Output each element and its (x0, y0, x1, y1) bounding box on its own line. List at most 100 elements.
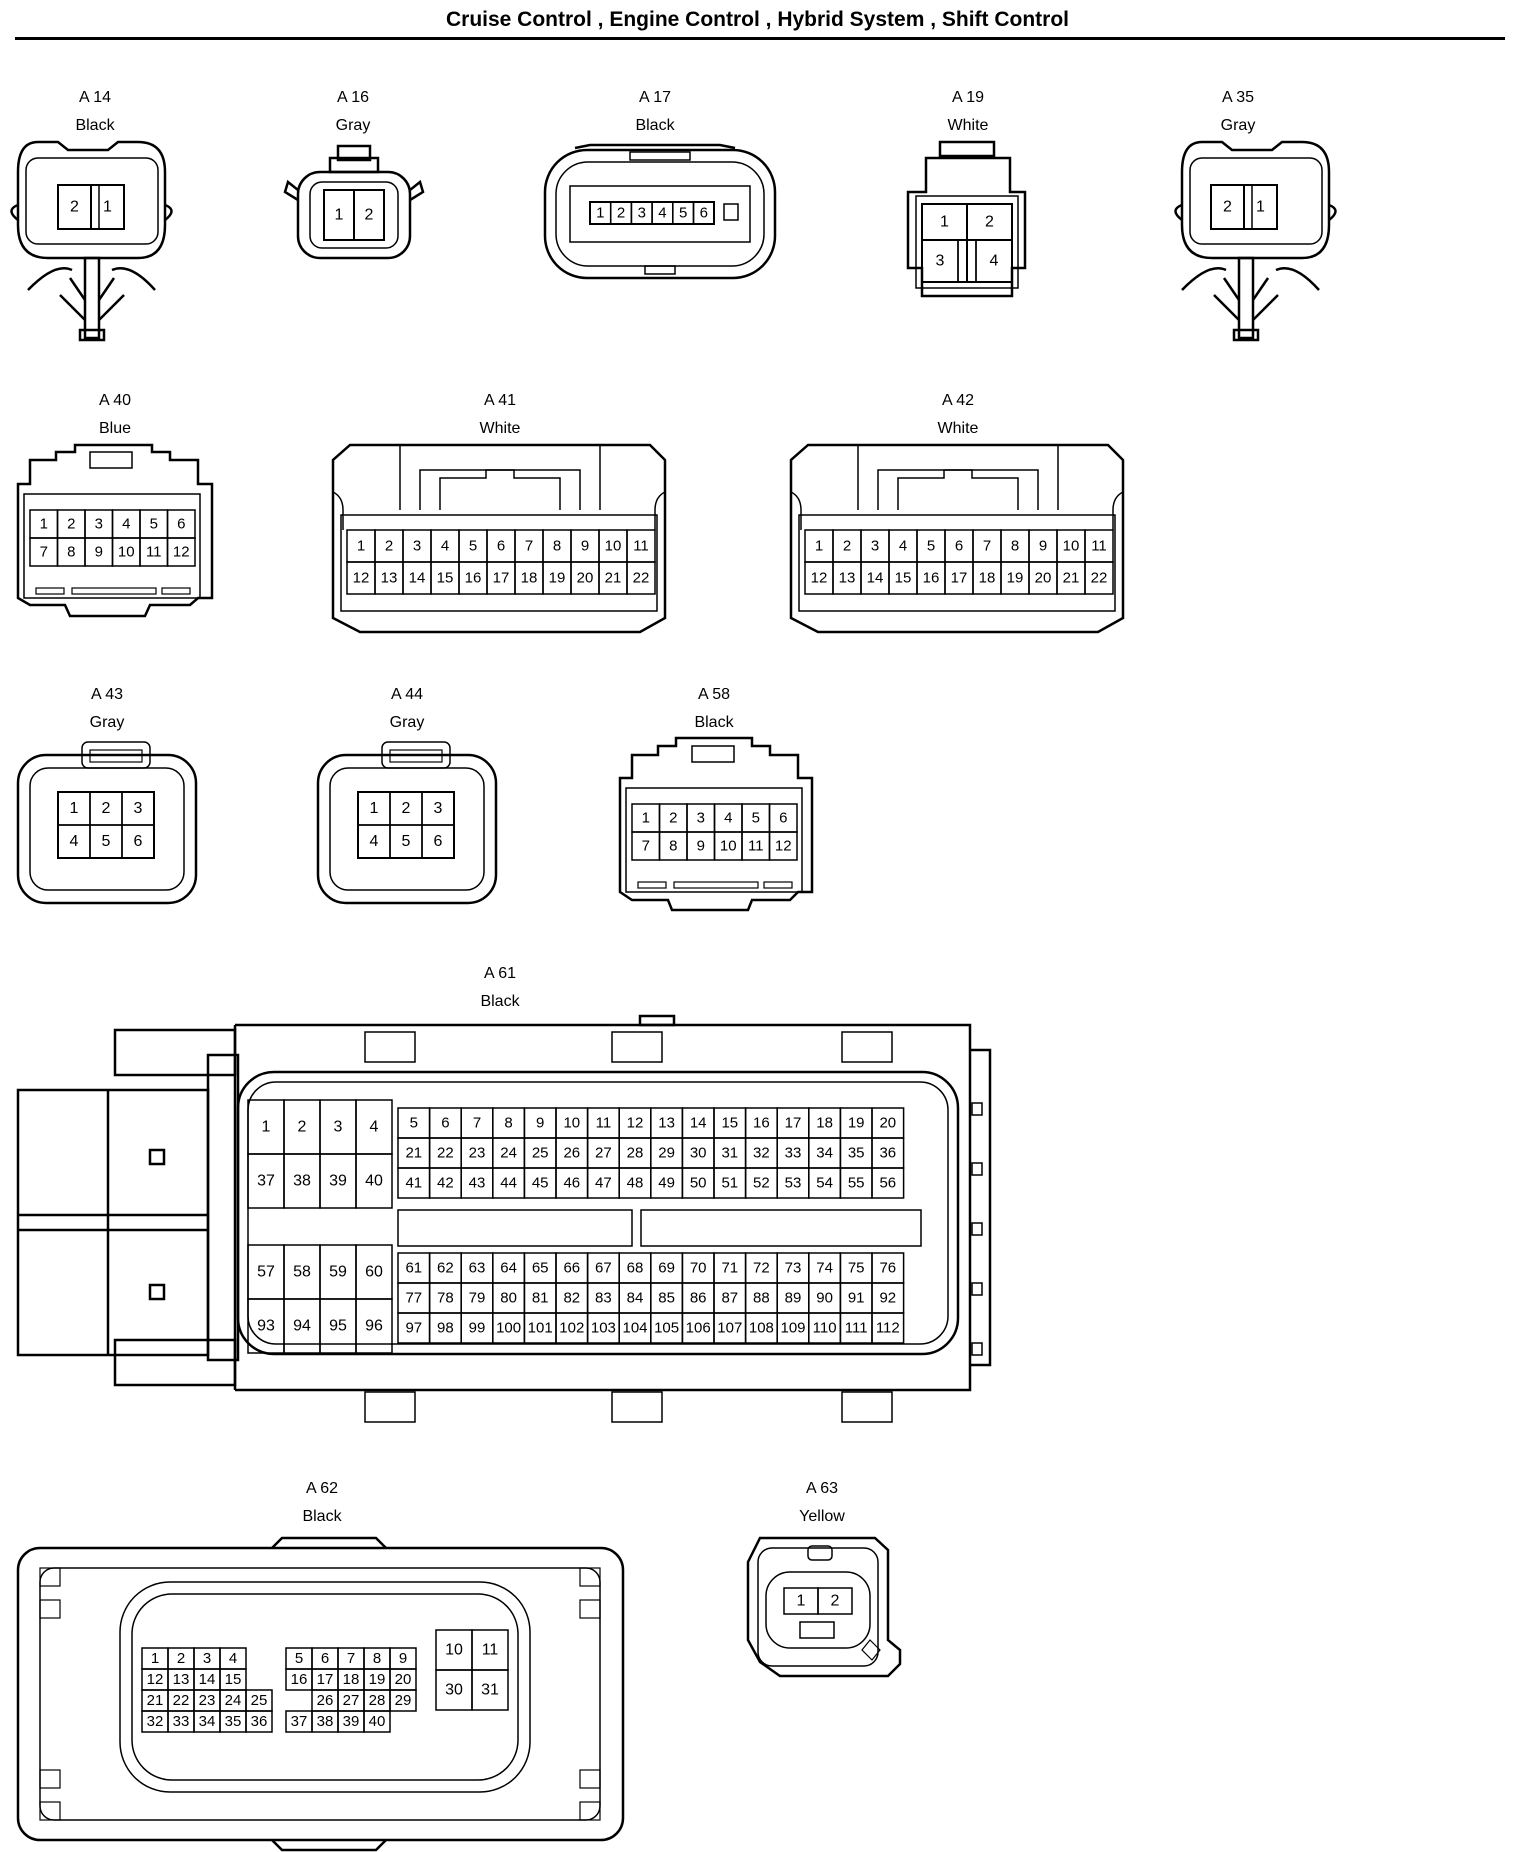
terminal-number: 3 (638, 205, 646, 222)
terminal-number: 47 (595, 1175, 612, 1192)
terminal-number: 19 (549, 570, 566, 587)
terminal-cell (355, 1153, 393, 1209)
terminal-number: 8 (504, 1115, 512, 1132)
terminal-number: 19 (1007, 570, 1024, 587)
terminal-number: 16 (291, 1671, 308, 1688)
terminal-number: 87 (721, 1290, 738, 1307)
terminal-number: 1 (151, 1650, 159, 1667)
terminal-number: 5 (402, 833, 411, 850)
terminal-number: 63 (469, 1260, 486, 1277)
terminal-number: 32 (753, 1145, 770, 1162)
terminal-number: 5 (679, 205, 687, 222)
terminal-number: 1 (642, 810, 650, 827)
terminal-number: 7 (525, 538, 533, 555)
terminal-number: 44 (500, 1175, 517, 1192)
terminal-number: 51 (721, 1175, 738, 1192)
terminal-number: 12 (627, 1115, 644, 1132)
terminal-number: 43 (469, 1175, 486, 1192)
terminal-number: 90 (816, 1290, 833, 1307)
terminal-number: 42 (437, 1175, 454, 1192)
terminal-number: 3 (936, 253, 945, 270)
connector-a14 (10, 140, 173, 342)
terminal-cell (871, 1167, 905, 1199)
terminal-number: 35 (225, 1713, 242, 1730)
terminal-number: 12 (147, 1671, 164, 1688)
terminal-cell (421, 824, 455, 859)
terminal-number: 109 (780, 1320, 805, 1337)
terminal-number: 2 (669, 810, 677, 827)
connector-a61 (16, 1014, 992, 1423)
terminal-number: 52 (753, 1175, 770, 1192)
terminal-number: 4 (658, 205, 666, 222)
terminal-number: 25 (532, 1145, 549, 1162)
terminal-number: 6 (700, 205, 708, 222)
terminal-number: 26 (317, 1692, 334, 1709)
terminal-number: 10 (1063, 538, 1080, 555)
terminal-number: 22 (633, 570, 650, 587)
terminal-number: 99 (469, 1320, 486, 1337)
terminal-number: 20 (1035, 570, 1052, 587)
connector-a35 (1174, 140, 1337, 342)
title-rule (15, 37, 1505, 40)
terminal-number: 46 (563, 1175, 580, 1192)
terminal-number: 2 (617, 205, 625, 222)
terminal-number: 49 (658, 1175, 675, 1192)
terminal-number: 1 (596, 205, 604, 222)
terminal-number: 10 (563, 1115, 580, 1132)
terminal-number: 4 (899, 538, 907, 555)
terminal-number: 15 (721, 1115, 738, 1132)
terminal-number: 21 (405, 1145, 422, 1162)
terminal-number: 95 (329, 1318, 347, 1335)
terminal-number: 80 (500, 1290, 517, 1307)
terminal-number: 10 (445, 1642, 463, 1659)
terminal-number: 37 (257, 1173, 275, 1190)
terminal-number: 18 (343, 1671, 360, 1688)
terminal-number: 20 (395, 1671, 412, 1688)
terminal-number: 21 (147, 1692, 164, 1709)
terminal-number: 97 (405, 1320, 422, 1337)
terminal-number: 23 (199, 1692, 216, 1709)
terminal-number: 78 (437, 1290, 454, 1307)
terminal-number: 11 (1091, 538, 1107, 555)
terminal-number: 11 (748, 838, 764, 855)
terminal-number: 3 (413, 538, 421, 555)
terminal-number: 36 (879, 1145, 896, 1162)
terminal-number: 6 (779, 810, 787, 827)
terminal-number: 108 (749, 1320, 774, 1337)
terminal-number: 8 (553, 538, 561, 555)
terminal-number: 98 (437, 1320, 454, 1337)
terminal-number: 24 (500, 1145, 517, 1162)
terminal-number: 57 (257, 1264, 275, 1281)
terminal-cell (471, 1669, 509, 1711)
terminal-number: 38 (317, 1713, 334, 1730)
terminal-number: 112 (876, 1320, 900, 1337)
terminal-number: 88 (753, 1290, 770, 1307)
terminal-number: 9 (536, 1115, 544, 1132)
terminal-number: 21 (605, 570, 622, 587)
terminal-number: 19 (369, 1671, 386, 1688)
terminal-number: 32 (147, 1713, 164, 1730)
terminal-number: 3 (434, 800, 443, 817)
terminal-number: 3 (871, 538, 879, 555)
terminal-number: 22 (1091, 570, 1108, 587)
terminal-number: 16 (465, 570, 482, 587)
terminal-number: 36 (251, 1713, 268, 1730)
terminal-cell (817, 1587, 853, 1615)
terminal-number: 1 (1256, 199, 1265, 216)
terminal-number: 1 (797, 1593, 806, 1610)
terminal-number: 7 (642, 838, 650, 855)
terminal-number: 3 (334, 1119, 343, 1136)
terminal-number: 13 (839, 570, 856, 587)
terminal-number: 34 (199, 1713, 216, 1730)
terminal-number: 14 (199, 1671, 216, 1688)
terminal-number: 3 (203, 1650, 211, 1667)
terminal-number: 34 (816, 1145, 833, 1162)
terminal-number: 27 (343, 1692, 360, 1709)
terminal-number: 6 (497, 538, 505, 555)
terminal-cell (768, 831, 798, 861)
